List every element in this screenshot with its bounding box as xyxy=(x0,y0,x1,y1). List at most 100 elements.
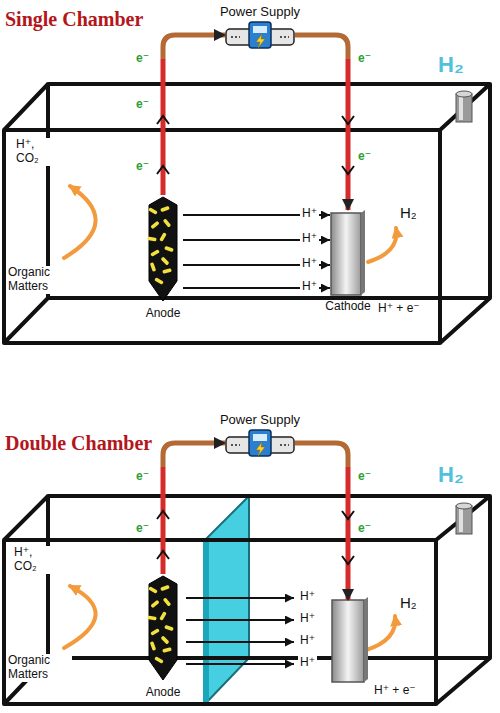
drawing-part xyxy=(249,22,271,48)
drawing-part xyxy=(148,207,158,215)
electron-label: e⁻ xyxy=(358,52,371,66)
gas-label: H₂ xyxy=(398,204,419,221)
drawing-part xyxy=(186,663,294,665)
electron-label: e⁻ xyxy=(136,470,149,484)
icon-holder xyxy=(215,20,305,50)
gas-label: H₂ xyxy=(438,52,464,77)
tank-front xyxy=(4,130,440,343)
drawing-part xyxy=(162,647,172,653)
drawing-part xyxy=(161,636,170,645)
cathode-electrode xyxy=(332,597,368,682)
label-text: H⁺ + e⁻ xyxy=(372,684,418,698)
tank-front xyxy=(4,540,436,704)
connector xyxy=(163,35,225,195)
connector xyxy=(163,443,225,574)
anode-rod xyxy=(143,195,183,303)
icon-holder xyxy=(138,195,188,303)
drawing-part xyxy=(456,94,472,122)
electron-label: e⁻ xyxy=(136,98,149,112)
label-text: H⁺ xyxy=(298,590,317,604)
tank-frame xyxy=(4,84,490,704)
panel-title: Single Chamber xyxy=(5,8,143,31)
gas-cylinder xyxy=(456,503,472,534)
drawing-part xyxy=(150,221,159,230)
drawing-part xyxy=(342,116,354,124)
electron-label: e⁻ xyxy=(358,470,371,484)
drawing-part xyxy=(164,625,174,631)
drawing-part xyxy=(332,600,364,682)
proton-arrows xyxy=(186,598,294,664)
power-supply-icon xyxy=(225,20,295,50)
node-label: Anode xyxy=(144,686,183,700)
electron-label: e⁻ xyxy=(136,522,149,536)
tank-back xyxy=(48,84,490,298)
drawing-part xyxy=(157,116,169,124)
drawing-part xyxy=(163,597,172,606)
drawing-part xyxy=(253,434,267,441)
anode-rod xyxy=(143,574,183,682)
drawing-part xyxy=(160,206,170,212)
drawing-part xyxy=(163,218,172,227)
drawing-part xyxy=(256,34,265,48)
electron-label: e⁻ xyxy=(358,150,371,164)
drawing-part xyxy=(342,556,354,564)
membrane-edge xyxy=(203,540,209,704)
node-label: Cathode xyxy=(323,300,372,314)
wire-lead xyxy=(346,467,351,600)
label-text: H⁺ xyxy=(298,612,317,626)
drawing-part xyxy=(150,249,160,257)
text-row: Anode xyxy=(138,303,188,321)
drawing-part xyxy=(186,641,294,643)
icon-holder xyxy=(320,210,376,296)
drawing-part xyxy=(147,236,156,241)
drawing-part xyxy=(161,257,170,266)
drawing-part xyxy=(231,36,240,38)
drawing-part xyxy=(456,91,472,97)
drawing-part xyxy=(150,628,160,636)
tank-edges xyxy=(4,496,490,704)
node-label: Power Supply xyxy=(218,413,302,428)
drawing-part xyxy=(159,232,167,242)
edge-label: H⁺ xyxy=(300,280,319,294)
wire xyxy=(295,443,348,600)
drawing-part xyxy=(459,96,463,120)
label-text: H⁺ + e⁻ xyxy=(376,302,422,316)
flow-arrow xyxy=(64,186,96,258)
drawing-part xyxy=(186,619,294,621)
label-text: H⁺, CO₂ xyxy=(12,546,56,574)
drawing-part xyxy=(149,576,177,680)
drawing-part xyxy=(150,600,159,609)
drawing-part xyxy=(147,615,156,620)
power-supply: Power Supply xyxy=(215,2,305,50)
drawing-part xyxy=(361,210,365,295)
connector-line xyxy=(346,59,351,210)
text-row: Power Supply xyxy=(215,410,305,428)
flow-arrow xyxy=(368,228,396,262)
drawing-part xyxy=(231,444,240,446)
panel-title: Double Chamber xyxy=(5,432,152,455)
gas-cylinder xyxy=(456,91,472,122)
drawing-part xyxy=(364,597,368,682)
flow-arrow xyxy=(64,586,96,648)
chevrons xyxy=(157,116,354,564)
drawing-part xyxy=(186,597,294,599)
icon-holder xyxy=(215,428,305,458)
tank-back xyxy=(48,496,490,658)
cathode-electrode: Cathode xyxy=(320,210,376,314)
connector-line xyxy=(295,35,348,59)
drawing-part xyxy=(456,506,472,534)
text-row: Anode xyxy=(138,682,188,700)
drawing-part xyxy=(456,503,472,509)
drawing-part xyxy=(342,166,354,174)
drawing-part xyxy=(150,262,156,272)
drawing-part xyxy=(157,551,169,559)
drawing-part xyxy=(459,508,463,532)
anode-electrode: Anode xyxy=(138,574,188,700)
icon-holder xyxy=(138,574,188,682)
edge-label: H⁺ xyxy=(300,257,319,271)
power-supply-icon xyxy=(225,428,295,458)
power-supply: Power Supply xyxy=(215,410,305,458)
